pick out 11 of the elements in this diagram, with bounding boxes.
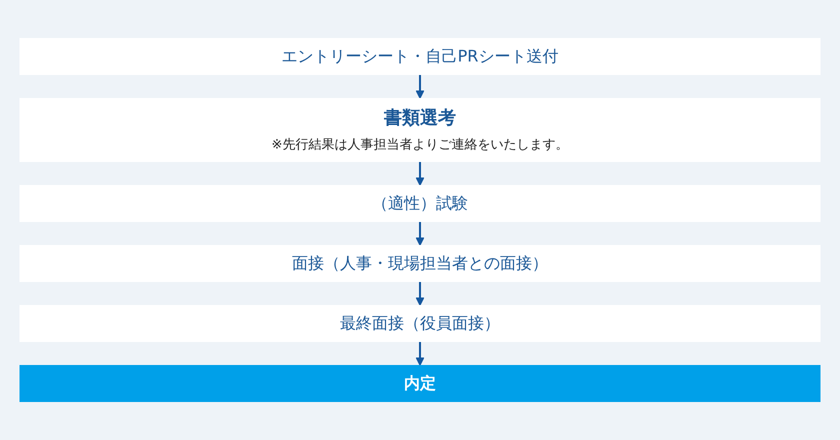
node-box: 書類選考 ※先行結果は人事担当者よりご連絡をいたします。	[20, 98, 820, 162]
arrow	[416, 162, 424, 186]
node-box: 内定	[20, 365, 820, 402]
node-box: エントリーシート・自己PRシート送付	[20, 38, 820, 75]
node-box: 面接（人事・現場担当者との面接）	[20, 245, 820, 282]
arrow	[416, 74, 424, 99]
arrow	[416, 342, 424, 366]
arrow	[416, 282, 424, 306]
node-box: 最終面接（役員面接）	[20, 305, 820, 342]
arrow	[416, 222, 424, 246]
node-box: （適性）試験	[20, 185, 820, 222]
